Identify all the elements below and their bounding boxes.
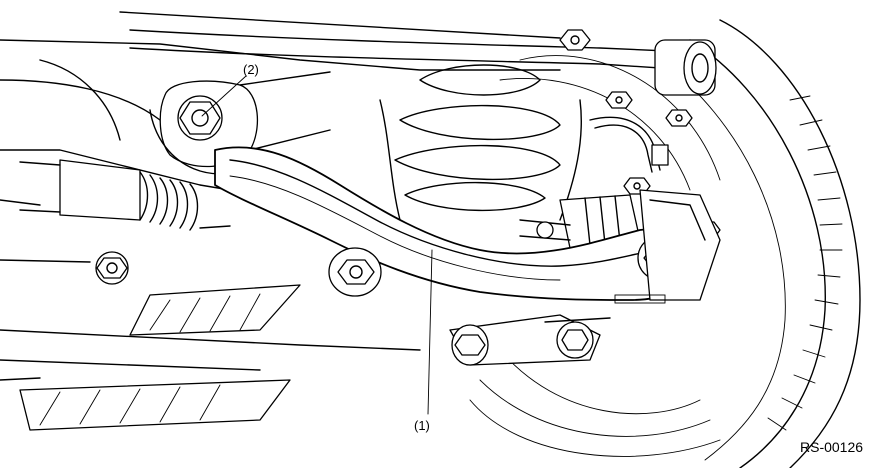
drive-shaft-boot <box>19 159 231 231</box>
figure-code: RS-00126 <box>800 439 863 455</box>
top-nut <box>559 29 591 51</box>
brake-line <box>589 116 669 173</box>
inner-bushing <box>328 247 382 297</box>
lower-link <box>449 314 611 366</box>
callout-bolt: (2) <box>243 62 259 77</box>
vehicle-body <box>0 11 561 431</box>
callout-lateral-link: (1) <box>414 418 430 433</box>
leader-lines <box>201 75 433 415</box>
coil-spring <box>379 64 582 221</box>
stabilizer-bar <box>129 29 717 96</box>
bolt-icon <box>177 95 223 141</box>
frame-nut-left <box>95 251 129 285</box>
knuckle-bracket <box>614 189 721 304</box>
